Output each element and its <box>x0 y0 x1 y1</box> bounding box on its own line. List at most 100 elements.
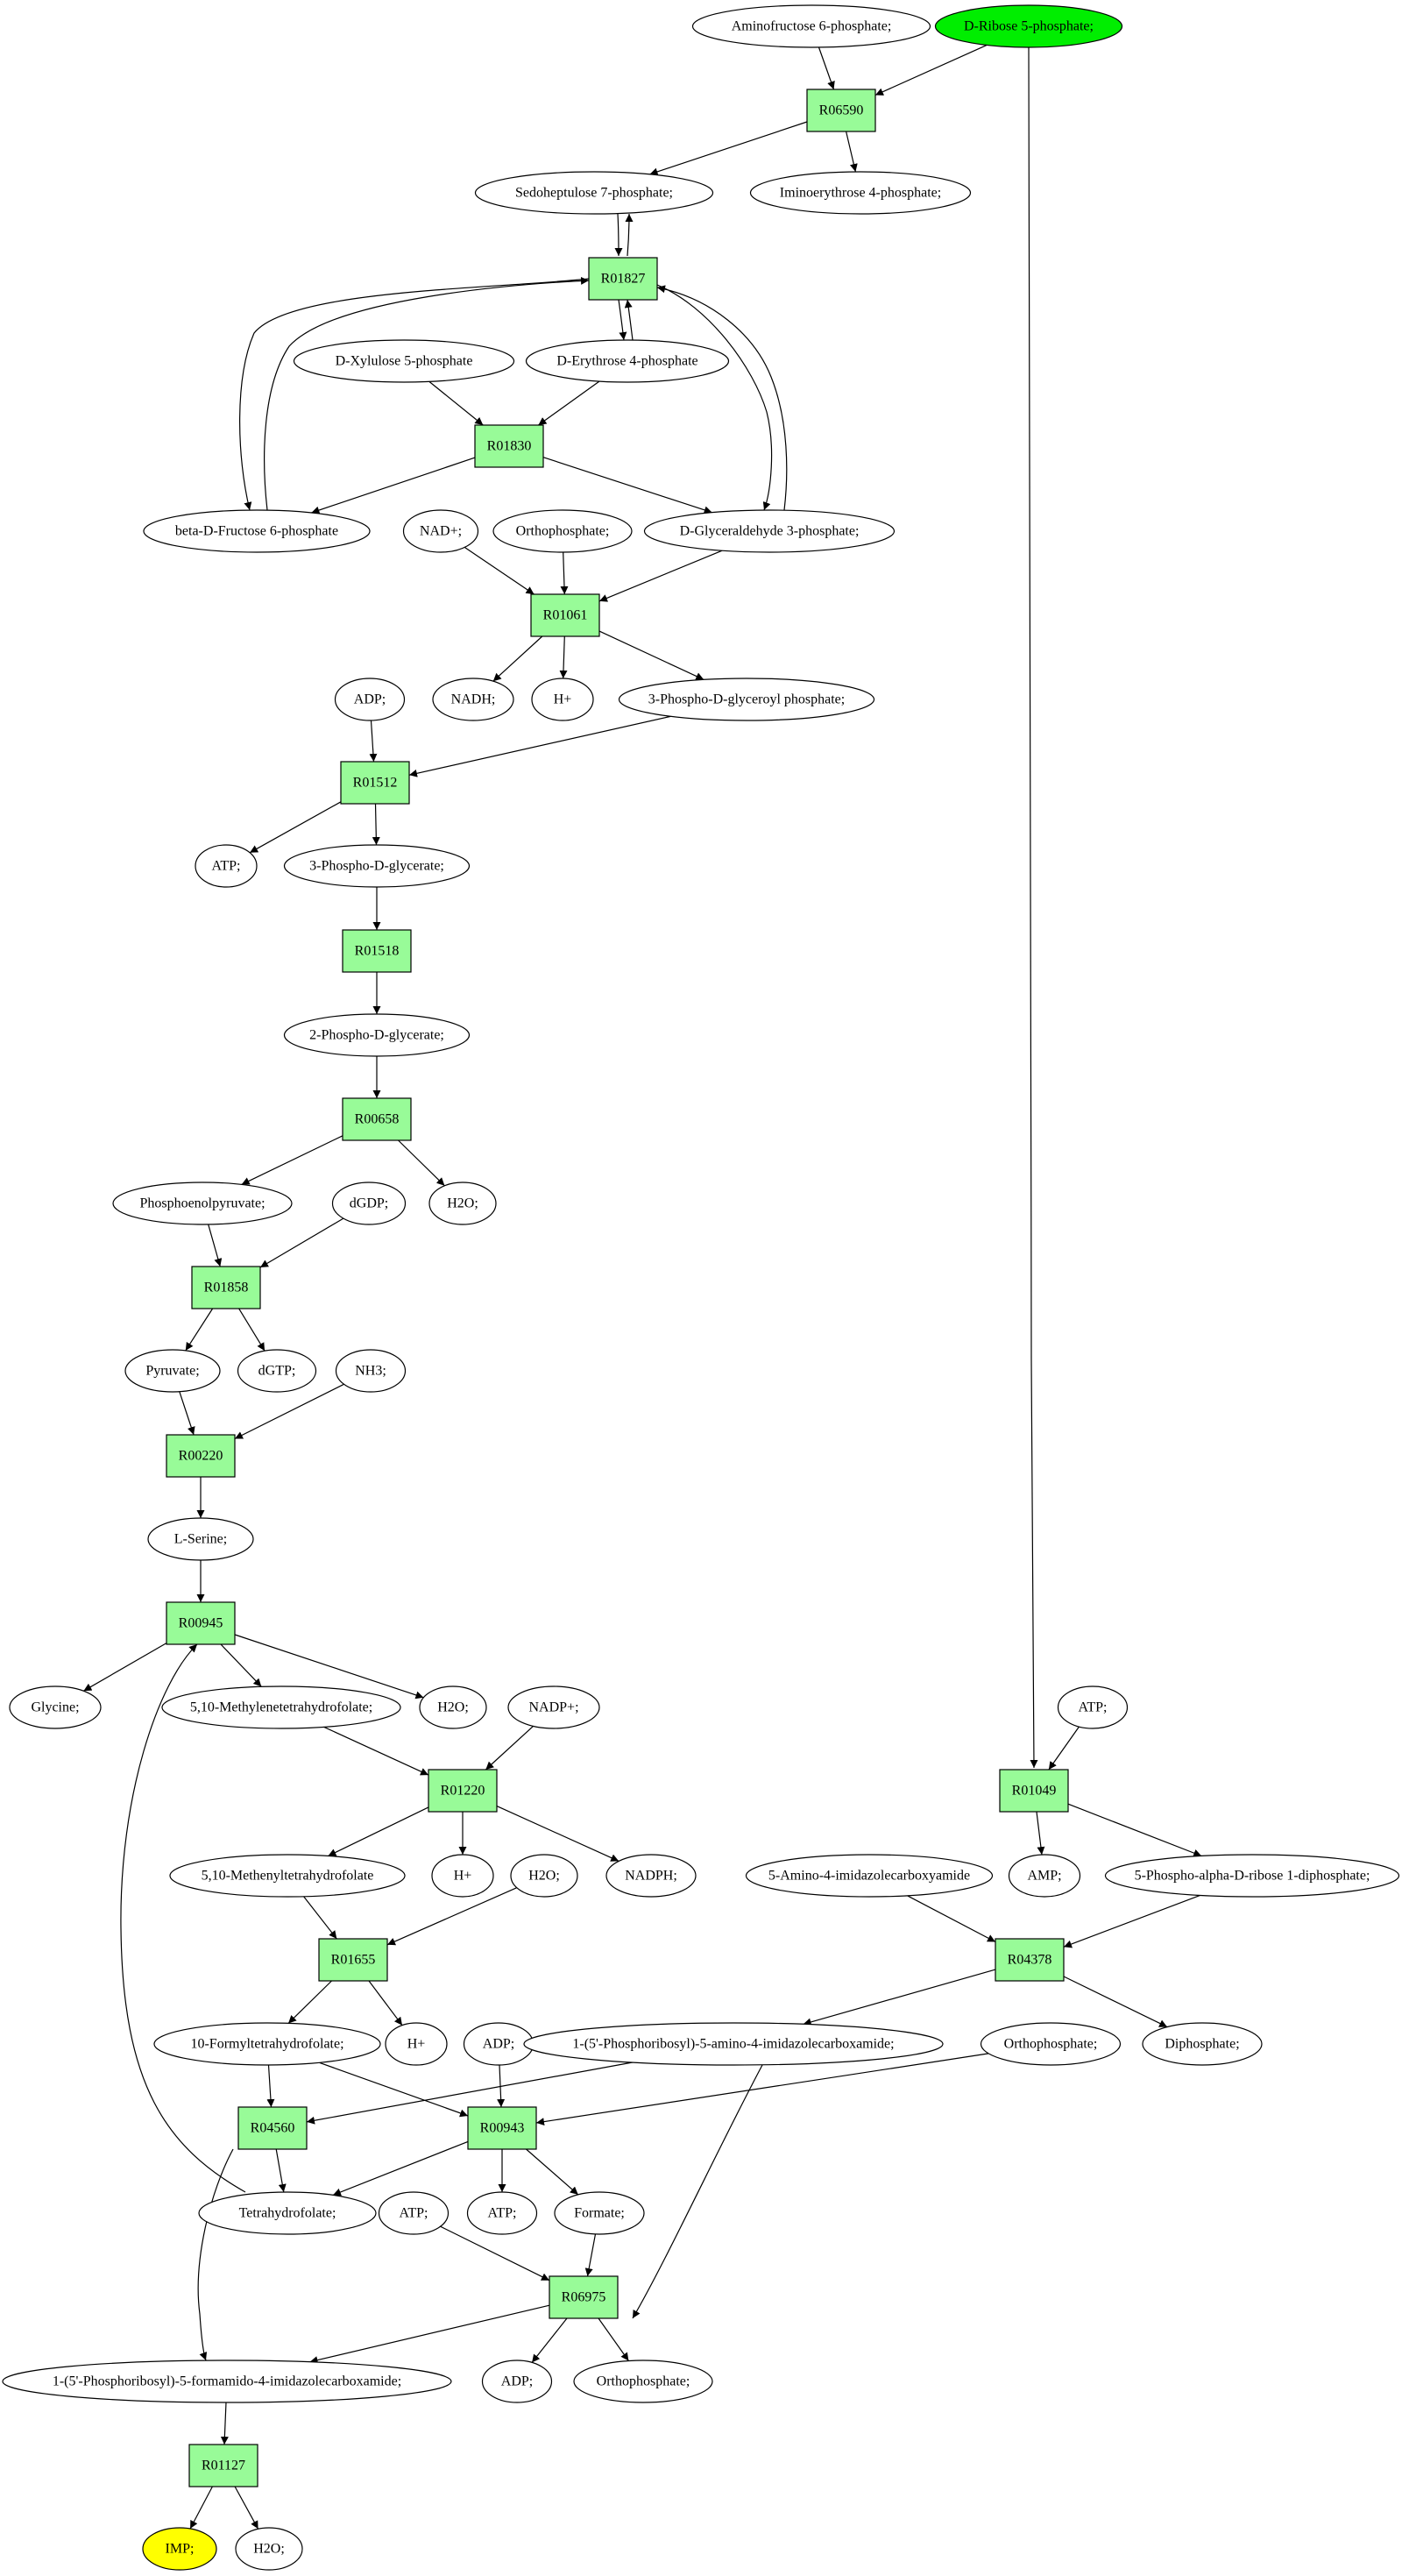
compound-node-10-formyltetrahydrofolate-c-formyl-thf[interactable]: 10-Formyltetrahydrofolate; <box>153 2022 381 2066</box>
edge-r-R01220-to-c-methenyl-thf <box>328 1806 429 1857</box>
compound-node-amp-c-amp[interactable]: AMP; <box>1008 1854 1081 1898</box>
edge-c-nadplus-to-r-R01061 <box>464 546 535 595</box>
compound-node-dgdp-c-dgdp[interactable]: dGDP; <box>331 1182 407 1225</box>
reaction-node-r00220[interactable]: R00220 <box>166 1434 236 1478</box>
reaction-node-r01049[interactable]: R01049 <box>999 1769 1069 1813</box>
node-label: AMP; <box>1027 1869 1061 1884</box>
node-label: beta-D-Fructose 6-phosphate <box>175 524 338 539</box>
compound-node-3-phospho-d-glyceroyl-phosphate-c-3pglyceroylp[interactable]: 3-Phospho-D-glyceroyl phosphate; <box>618 678 875 721</box>
compound-node-h2o-c-h2o3[interactable]: H2O; <box>510 1854 578 1898</box>
edge-r-R01655-to-c-hplus3 <box>368 1980 403 2026</box>
node-label: Sedoheptulose 7-phosphate; <box>515 186 673 201</box>
compound-node-diphosphate-c-diphosphate[interactable]: Diphosphate; <box>1142 2022 1263 2066</box>
compound-ellipse <box>378 2191 450 2235</box>
compound-node-3-phospho-d-glycerate-c-3pg[interactable]: 3-Phospho-D-glycerate; <box>283 844 471 888</box>
reaction-node-r01827[interactable]: R01827 <box>588 257 658 301</box>
compound-node-sedoheptulose-7-phosphate-c-sedoheptulose[interactable]: Sedoheptulose 7-phosphate; <box>474 171 714 215</box>
reaction-box <box>588 257 658 301</box>
compound-node-atp-c-atp2[interactable]: ATP; <box>1057 1685 1129 1729</box>
compound-node-adp-c-adp3[interactable]: ADP; <box>481 2360 553 2403</box>
reaction-node-r01061[interactable]: R01061 <box>530 593 600 637</box>
edge-r-R01827-to-c-fructose6p <box>239 278 590 511</box>
compound-node-phosphoenolpyruvate-c-pep[interactable]: Phosphoenolpyruvate; <box>112 1182 293 1225</box>
compound-node-d-xylulose-5-phosphate-c-xylulose[interactable]: D-Xylulose 5-phosphate <box>293 339 515 383</box>
compound-node-5-amino-4-imidazolecarboxyamide-c-aica[interactable]: 5-Amino-4-imidazolecarboxyamide <box>745 1854 994 1898</box>
compound-node-1-5-phosphoribosyl-5-formamido-4-imidazolecarboxamide-c-faicar[interactable]: 1-(5'-Phosphoribosyl)-5-formamido-4-imid… <box>2 2360 452 2403</box>
compound-node-formate-c-formate[interactable]: Formate; <box>554 2191 645 2235</box>
reaction-node-r01127[interactable]: R01127 <box>188 2444 258 2487</box>
node-label: Orthophosphate; <box>516 524 610 539</box>
compound-node-5-10-methylenetetrahydrofolate-c-methylene-thf[interactable]: 5,10-Methylenetetrahydrofolate; <box>161 1685 401 1729</box>
reaction-node-r00945[interactable]: R00945 <box>166 1601 236 1645</box>
node-label: R01049 <box>1012 1784 1057 1799</box>
node-label: D-Glyceraldehyde 3-phosphate; <box>680 524 860 539</box>
node-label: IMP; <box>166 2542 195 2557</box>
reaction-node-r01518[interactable]: R01518 <box>342 929 412 973</box>
compound-node-adp-c-adp1[interactable]: ADP; <box>334 678 406 721</box>
reaction-node-r06590[interactable]: R06590 <box>806 89 876 132</box>
compound-node-d-erythrose-4-phosphate-c-erythrose[interactable]: D-Erythrose 4-phosphate <box>525 339 730 383</box>
compound-ellipse <box>334 678 406 721</box>
compound-node-h2o-c-h2o2[interactable]: H2O; <box>419 1685 487 1729</box>
edge-r-R01061-to-c-3pglyceroylp <box>598 630 704 680</box>
edge-r-R01655-to-c-formyl-thf <box>287 1980 332 2024</box>
compound-node-nh3-c-nh3[interactable]: NH3; <box>335 1349 407 1393</box>
compound-node-5-10-methenyltetrahydrofolate-c-methenyl-thf[interactable]: 5,10-Methenyltetrahydrofolate <box>169 1854 406 1898</box>
compound-ellipse <box>195 844 258 888</box>
reaction-node-r00943[interactable]: R00943 <box>467 2106 537 2150</box>
compound-node-d-glyceraldehyde-3-phosphate-c-g3p[interactable]: D-Glyceraldehyde 3-phosphate; <box>643 509 896 553</box>
compound-node-nadh-c-nadh[interactable]: NADH; <box>432 678 514 721</box>
compound-node-beta-d-fructose-6-phosphate-c-fructose6p[interactable]: beta-D-Fructose 6-phosphate <box>143 509 371 553</box>
compound-node-aminofructose-6-phosphate-c-aminofructose[interactable]: Aminofructose 6-phosphate; <box>691 4 931 48</box>
compound-node-nad-c-nadplus[interactable]: NAD+; <box>402 509 479 553</box>
compound-node-glycine-c-glycine[interactable]: Glycine; <box>9 1685 102 1729</box>
reaction-box <box>999 1769 1069 1813</box>
compound-node-nadp-c-nadpplus[interactable]: NADP+; <box>507 1685 600 1729</box>
edge-c-pep-to-r-R01858 <box>208 1224 223 1267</box>
compound-node-h-c-hplus3[interactable]: H+ <box>385 2022 448 2066</box>
compound-ellipse <box>147 1517 254 1561</box>
reaction-node-r04378[interactable]: R04378 <box>995 1938 1065 1982</box>
node-label: Orthophosphate; <box>597 2374 690 2389</box>
compound-ellipse <box>749 171 972 215</box>
reaction-node-r06975[interactable]: R06975 <box>549 2275 619 2319</box>
compound-node-adp-c-adp2[interactable]: ADP; <box>463 2022 535 2066</box>
compound-node-h-c-hplus1[interactable]: H+ <box>531 678 594 721</box>
compound-ellipse <box>235 2527 303 2571</box>
compound-ellipse <box>283 1013 471 1057</box>
compound-node-nadph-c-nadph[interactable]: NADPH; <box>605 1854 697 1898</box>
compound-node-atp-c-atp3[interactable]: ATP; <box>378 2191 450 2235</box>
compound-node-tetrahydrofolate-c-thf[interactable]: Tetrahydrofolate; <box>198 2191 377 2235</box>
compound-node-pyruvate-c-pyruvate[interactable]: Pyruvate; <box>124 1349 221 1393</box>
reaction-box <box>342 929 412 973</box>
compound-node-5-phospho-alpha-d-ribose-1-diphosphate-c-prpp[interactable]: 5-Phospho-alpha-D-ribose 1-diphosphate; <box>1104 1854 1400 1898</box>
compound-node-atp-c-atp4[interactable]: ATP; <box>466 2191 538 2235</box>
reaction-node-r01512[interactable]: R01512 <box>340 761 410 805</box>
compound-node-h-c-hplus2[interactable]: H+ <box>431 1854 494 1898</box>
compound-node-l-serine-c-serine[interactable]: L-Serine; <box>147 1517 254 1561</box>
edge-r-R06975-to-c-adp3 <box>531 2317 568 2363</box>
compound-node-dgtp-c-dgtp[interactable]: dGTP; <box>237 1349 317 1393</box>
compound-node-atp-c-atp1[interactable]: ATP; <box>195 844 258 888</box>
reaction-node-r01830[interactable]: R01830 <box>474 424 544 468</box>
node-label: R04378 <box>1008 1953 1052 1968</box>
compound-node-1-5-phosphoribosyl-5-amino-4-imidazolecarboxamide-c-aicar[interactable]: 1-(5'-Phosphoribosyl)-5-amino-4-imidazol… <box>523 2022 944 2066</box>
compound-node-d-ribose-5-phosphate-c-ribose5p[interactable]: D-Ribose 5-phosphate; <box>934 4 1123 48</box>
compound-node-iminoerythrose-4-phosphate-c-iminoerythrose[interactable]: Iminoerythrose 4-phosphate; <box>749 171 972 215</box>
reaction-node-r04560[interactable]: R04560 <box>237 2106 308 2150</box>
node-label: R01827 <box>601 272 646 287</box>
compound-node-orthophosphate-c-ortho1[interactable]: Orthophosphate; <box>492 509 633 553</box>
compound-node-orthophosphate-c-ortho2[interactable]: Orthophosphate; <box>980 2022 1122 2066</box>
compound-node-h2o-c-h2o4[interactable]: H2O; <box>235 2527 303 2571</box>
compound-node-h2o-c-h2o1[interactable]: H2O; <box>428 1182 497 1225</box>
edge-c-xylulose-to-r-R01830 <box>428 380 484 426</box>
compound-ellipse <box>331 1182 407 1225</box>
compound-node-imp-c-imp[interactable]: IMP; <box>142 2527 217 2571</box>
reaction-node-r01220[interactable]: R01220 <box>428 1769 498 1813</box>
reaction-node-r00658[interactable]: R00658 <box>342 1097 412 1141</box>
compound-node-2-phospho-d-glycerate-c-2pg[interactable]: 2-Phospho-D-glycerate; <box>283 1013 471 1057</box>
reaction-node-r01655[interactable]: R01655 <box>318 1938 388 1982</box>
reaction-node-r01858[interactable]: R01858 <box>191 1266 261 1309</box>
edge-c-dgdp-to-r-R01858 <box>259 1217 344 1268</box>
compound-node-orthophosphate-c-ortho3[interactable]: Orthophosphate; <box>573 2360 713 2403</box>
